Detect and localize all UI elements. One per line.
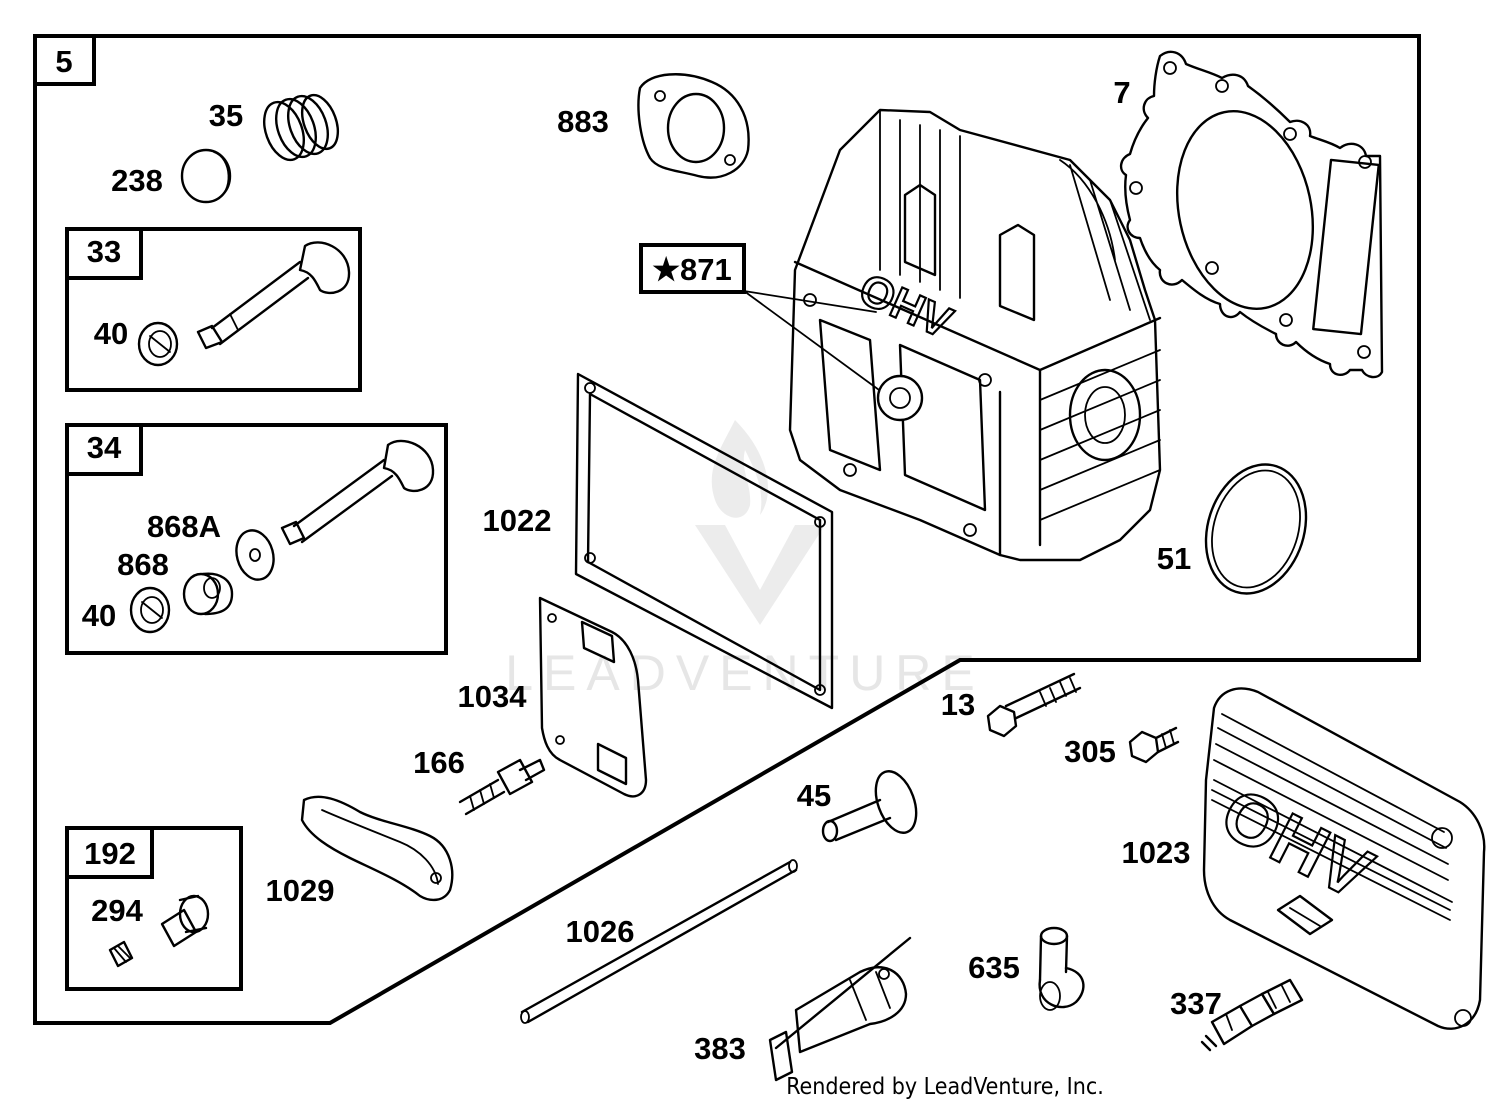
label-1023: 1023 — [1122, 835, 1191, 870]
rendered-by-credit: Rendered by LeadVenture, Inc. — [786, 1074, 1104, 1100]
rocker-arm-drawing — [300, 795, 454, 902]
label-868: 868 — [117, 547, 169, 582]
label-1026: 1026 — [566, 914, 635, 949]
exhaust-retainer-drawing — [129, 586, 171, 634]
label-238: 238 — [111, 163, 163, 198]
kit-number-33: 33 — [87, 234, 121, 269]
label-40-intake: 40 — [94, 316, 128, 351]
kit-number-34: 34 — [87, 430, 122, 465]
label-7: 7 — [1113, 75, 1130, 110]
valve-retainer-drawing — [137, 321, 179, 367]
cover-screw-drawing — [1128, 726, 1180, 764]
push-rod-drawing — [520, 859, 798, 1024]
label-40-exhaust: 40 — [82, 598, 116, 633]
breather-plate-drawing — [538, 596, 648, 798]
kit-box-34-tab — [65, 423, 143, 476]
kit-number-192: 192 — [84, 836, 136, 871]
spark-plug-drawing — [1200, 978, 1304, 1052]
breather-fitting-drawing — [108, 894, 210, 968]
assembly-frame — [33, 34, 1421, 1025]
cam-lever-drawing — [768, 936, 912, 1082]
head-bolt-drawing — [986, 672, 1082, 738]
watermark-logo — [695, 420, 825, 625]
valve-seal-drawing — [182, 572, 234, 616]
label-1029: 1029 — [266, 873, 335, 908]
label-35: 35 — [209, 98, 243, 133]
exhaust-washer-drawing — [235, 529, 275, 581]
label-294: 294 — [91, 893, 143, 928]
rocker-stud-drawing — [458, 758, 546, 816]
assembly-number: 5 — [55, 44, 72, 79]
label-305: 305 — [1064, 734, 1116, 769]
head-gasket-drawing — [1119, 50, 1384, 379]
valve-cover-drawing: OHV — [1202, 687, 1486, 1030]
valve-cover-ohv-text: OHV — [1209, 773, 1384, 915]
assembly-number-box — [33, 34, 96, 86]
kit-box-33-tab — [65, 227, 143, 280]
cylinder-head-callout: ★871 — [652, 252, 732, 287]
label-1034: 1034 — [458, 679, 528, 714]
tappet-drawing — [821, 770, 918, 843]
kit-box-192-tab — [65, 826, 154, 879]
exhaust-gasket-drawing — [637, 73, 750, 179]
label-883: 883 — [557, 104, 609, 139]
label-45: 45 — [797, 778, 831, 813]
callout-leader-lines — [743, 290, 891, 399]
watermark-text: LEADVENTURE — [505, 645, 985, 701]
cylinder-head-ohv-text: OHV — [852, 264, 960, 348]
cylinder-head-drawing: OHV — [788, 108, 1162, 562]
label-1022: 1022 — [483, 503, 552, 538]
label-383: 383 — [694, 1031, 746, 1066]
label-868a: 868A — [147, 509, 221, 544]
label-635: 635 — [968, 950, 1020, 985]
cylinder-head-callout-box — [639, 243, 746, 294]
kit-box-33 — [65, 227, 362, 392]
o-ring-drawing — [1204, 463, 1308, 595]
part-number-labels: 35 238 40 868A 868 40 294 883 7 1022 51 … — [82, 75, 1222, 1066]
valve-cover-gasket-drawing — [574, 372, 834, 710]
label-337: 337 — [1170, 986, 1222, 1021]
intake-valve-drawing — [196, 241, 351, 350]
kit-box-34 — [65, 423, 448, 655]
label-166: 166 — [413, 745, 465, 780]
breather-elbow-drawing — [1038, 926, 1085, 1011]
label-13: 13 — [941, 687, 975, 722]
label-51: 51 — [1157, 541, 1191, 576]
valve-spring-drawing — [263, 93, 340, 162]
exhaust-valve-drawing — [280, 439, 435, 546]
spring-cap-drawing — [180, 148, 232, 204]
